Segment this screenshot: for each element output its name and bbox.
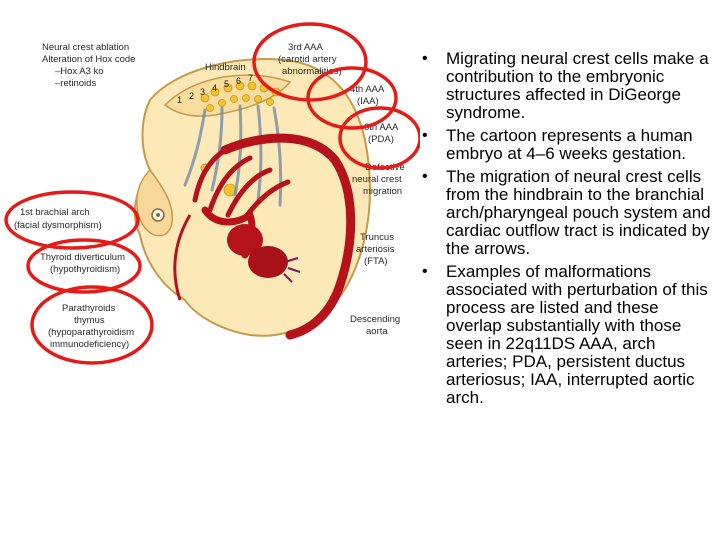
otic-placode-dot — [156, 213, 160, 217]
circle-aaa4 — [306, 66, 398, 130]
circle-arch1 — [4, 190, 140, 250]
circle-thyroid — [26, 238, 142, 294]
embryo-diagram: 1 2 3 4 5 6 7 Neural crest ablation Alte… — [4, 22, 420, 365]
neural-crest-cells — [200, 81, 281, 197]
label-aaa3-title: 3rd AAA — [288, 42, 324, 53]
rhombomere-4: 4 — [212, 83, 217, 93]
label-thyroid-a: Thyroid diverticulum — [40, 252, 125, 263]
label-aaa6-sub: (PDA) — [368, 134, 394, 145]
heart — [227, 224, 263, 256]
circle-aaa6 — [338, 106, 420, 170]
label-aaa6-title: 6th AAA — [364, 122, 399, 133]
label-truncus-b: arteriosis — [356, 244, 395, 255]
annotation-circles — [4, 22, 420, 365]
label-para-b: thymus — [74, 315, 105, 326]
label-para-d: immunodeficiency) — [50, 339, 129, 350]
label-desc-a: Descending — [350, 314, 400, 325]
label-aaa4-sub: (IAA) — [357, 96, 379, 107]
ventral-vessel — [173, 214, 192, 301]
hindbrain-dome — [163, 74, 292, 117]
label-para-c: (hypoparathyroidism — [48, 327, 134, 338]
rhombomere-2: 2 — [189, 91, 194, 101]
label-arch1-a: 1st brachial arch — [20, 207, 90, 218]
label-aaa3-sub2: abnormalities) — [282, 66, 342, 77]
rhombomere-3: 3 — [200, 87, 205, 97]
label-defective-2: neural crest — [352, 174, 402, 185]
label-para-a: Parathyroids — [62, 303, 116, 314]
bullet-item: The cartoon represents a human embryo at… — [420, 127, 715, 163]
label-aaa4-title: 4th AAA — [350, 84, 385, 95]
label-truncus-c: (FTA) — [364, 256, 388, 267]
head-fold — [136, 168, 173, 237]
bullet-item: Examples of malformations associated wit… — [420, 263, 715, 407]
bullet-item: The migration of neural crest cells from… — [420, 168, 715, 258]
label-defective-3: migration — [363, 186, 402, 197]
descending-aorta — [220, 133, 356, 340]
rhombomere-6: 6 — [236, 76, 241, 86]
label-desc-b: aorta — [366, 326, 388, 337]
label-alteration-hox: Alteration of Hox code — [42, 54, 135, 65]
label-hindbrain: Hindbrain — [205, 62, 246, 73]
circle-parathyroid — [30, 285, 154, 365]
heart-ventricle — [248, 246, 288, 278]
bullet-item: Migrating neural crest cells make a cont… — [420, 50, 715, 122]
label-arch1-b: (facial dysmorphism) — [14, 220, 102, 231]
circle-aaa3 — [252, 22, 368, 102]
label-retinoids: –retinoids — [55, 78, 96, 89]
vitelline-vessels — [283, 257, 301, 283]
label-hox-a3-ko: –Hox A3 ko — [55, 66, 104, 77]
label-truncus-a: Truncus — [360, 232, 394, 243]
label-aaa3-sub1: (carotid artery — [278, 54, 337, 65]
label-neural-crest-ablation: Neural crest ablation — [42, 42, 129, 53]
bullet-list: Migrating neural crest cells make a cont… — [420, 50, 715, 412]
rhombomere-7: 7 — [248, 73, 253, 83]
rhombomere-1: 1 — [177, 95, 182, 105]
rhombomere-5: 5 — [224, 79, 229, 89]
label-thyroid-b: (hypothyroidism) — [50, 264, 120, 275]
